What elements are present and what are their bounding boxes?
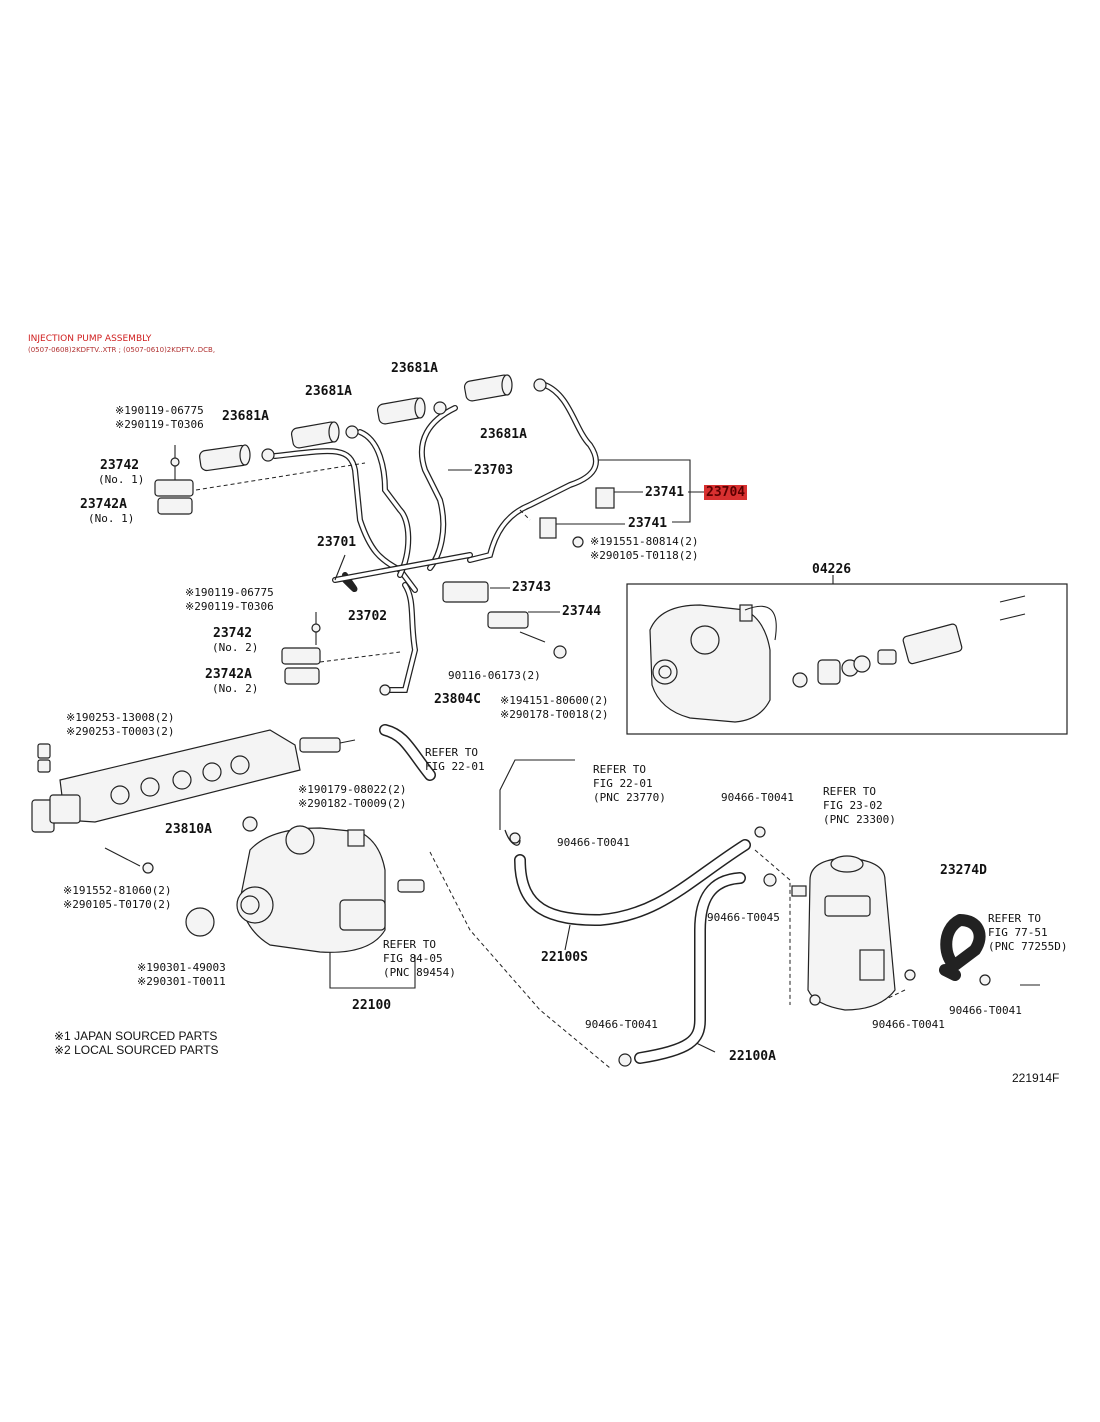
part-label-190301-49003[interactable]: ※190301-49003: [137, 961, 226, 974]
part-label-290105-T0170[interactable]: ※290105-T0170(2): [63, 898, 172, 911]
part-label-23810A[interactable]: 23810A: [165, 822, 212, 837]
diagram-title: INJECTION PUMP ASSEMBLY: [28, 334, 152, 344]
part-label-22100[interactable]: 22100: [352, 998, 392, 1013]
part-label-23742A[interactable]: 23742A: [80, 497, 127, 512]
part-label-190119-06775[interactable]: ※190119-06775: [115, 404, 204, 417]
part-label-23274D[interactable]: 23274D: [940, 863, 987, 878]
part-label-23742[interactable]: 23742: [213, 626, 253, 641]
part-label-90466-T0041[interactable]: 90466-T0041: [872, 1018, 945, 1031]
note-local-sourced: ※2 LOCAL SOURCED PARTS: [54, 1043, 219, 1057]
pump-subassembly-box: [626, 575, 1068, 735]
part-label-290178-T0018[interactable]: ※290178-T0018(2): [500, 708, 609, 721]
part-label-290182-T0009[interactable]: ※290182-T0009(2): [298, 797, 407, 810]
figure-id: 221914F: [1012, 1071, 1060, 1085]
diagram-subtitle: (0507-0608)2KDFTV..XTR ; (0507-0610)2KDF…: [28, 346, 216, 354]
part-label-194151-80600[interactable]: ※194151-80600(2): [500, 694, 609, 707]
part-label-22100S[interactable]: 22100S: [541, 950, 588, 965]
part-label-90466-T0041[interactable]: 90466-T0041: [585, 1018, 658, 1031]
part-label-90466-T0041[interactable]: 90466-T0041: [949, 1004, 1022, 1017]
part-label-23743[interactable]: 23743: [512, 580, 552, 595]
part-label-190253-13008[interactable]: ※190253-13008(2): [66, 711, 175, 724]
part-label-90116-06173[interactable]: 90116-06173(2): [448, 669, 541, 682]
refer-to-fig-77-51-link[interactable]: REFER TO FIG 77-51 (PNC 77255D): [988, 912, 1068, 953]
part-label-23744[interactable]: 23744: [562, 604, 602, 619]
part-label-23681A[interactable]: 23681A: [305, 384, 352, 399]
fuel-hose-illustration: [379, 724, 1040, 1067]
part-label-290253-T0003[interactable]: ※290253-T0003(2): [66, 725, 175, 738]
part-label-23701[interactable]: 23701: [317, 535, 357, 550]
part-label-no1: (No. 1): [88, 512, 135, 525]
injection-pipes-illustration: [272, 382, 599, 693]
part-label-290301-T0011[interactable]: ※290301-T0011: [137, 975, 226, 988]
part-label-290119-T0306[interactable]: ※290119-T0306: [115, 418, 204, 431]
part-label-23702[interactable]: 23702: [348, 609, 388, 624]
part-label-23742A[interactable]: 23742A: [205, 667, 252, 682]
part-label-23804C[interactable]: 23804C: [434, 692, 481, 707]
part-label-23681A[interactable]: 23681A: [222, 409, 269, 424]
part-label-23741[interactable]: 23741: [628, 516, 668, 531]
refer-to-fig-22-01-link[interactable]: REFER TO FIG 22-01: [425, 746, 485, 773]
part-label-190119-06775[interactable]: ※190119-06775: [185, 586, 274, 599]
note-japan-sourced: ※1 JAPAN SOURCED PARTS: [54, 1029, 218, 1043]
part-label-290119-T0306[interactable]: ※290119-T0306: [185, 600, 274, 613]
part-label-23741[interactable]: 23741: [645, 485, 685, 500]
part-label-no2: (No. 2): [212, 682, 259, 695]
part-label-04226[interactable]: 04226: [812, 562, 852, 577]
part-label-190179-08022[interactable]: ※190179-08022(2): [298, 783, 407, 796]
part-label-23681A[interactable]: 23681A: [391, 361, 438, 376]
part-label-23704-highlighted[interactable]: 23704: [704, 485, 748, 500]
part-label-23703[interactable]: 23703: [474, 463, 514, 478]
common-rail-illustration: [31, 729, 356, 874]
part-label-23742[interactable]: 23742: [100, 458, 140, 473]
fuel-filter-illustration: [791, 855, 896, 1011]
part-label-90466-T0045[interactable]: 90466-T0045: [707, 911, 780, 924]
part-label-22100A[interactable]: 22100A: [729, 1049, 776, 1064]
refer-to-fig-84-05-link[interactable]: REFER TO FIG 84-05 (PNC 89454): [383, 938, 456, 979]
part-label-290105-T0118[interactable]: ※290105-T0118(2): [590, 549, 699, 562]
part-label-191551-80814[interactable]: ※191551-80814(2): [590, 535, 699, 548]
refer-to-fig-22-01-link[interactable]: REFER TO FIG 22-01 (PNC 23770): [593, 763, 666, 804]
pipe-clamp-illustration: [154, 445, 615, 696]
part-label-no2: (No. 2): [212, 641, 259, 654]
supply-pump-illustration: [185, 816, 425, 953]
highlighted-part-number: 23704: [704, 485, 748, 500]
part-label-90466-T0041[interactable]: 90466-T0041: [557, 836, 630, 849]
part-label-90466-T0041[interactable]: 90466-T0041: [721, 791, 794, 804]
part-label-no1: (No. 1): [98, 473, 145, 486]
part-label-191552-81060[interactable]: ※191552-81060(2): [63, 884, 172, 897]
refer-to-fig-23-02-link[interactable]: REFER TO FIG 23-02 (PNC 23300): [823, 785, 896, 826]
injector-sleeve-illustration: [199, 374, 547, 472]
part-label-23681A[interactable]: 23681A: [480, 427, 527, 442]
